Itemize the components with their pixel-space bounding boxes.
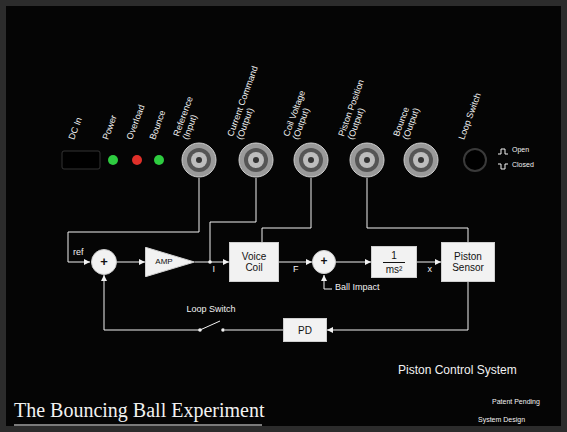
signal-wire: [417, 262, 441, 263]
switch-state-label: Closed: [512, 161, 534, 169]
power-led: [108, 155, 118, 165]
summing-junction: +: [91, 249, 117, 275]
panel-label: Overload: [125, 103, 147, 141]
panel-label: Power: [101, 114, 119, 141]
bnc-jack: [294, 143, 328, 177]
signal-wire: [279, 262, 312, 263]
closed-symbol: [498, 164, 508, 169]
dc-jack: [62, 151, 100, 169]
process-box: Piston Sensor: [441, 242, 495, 282]
switch-state-label: Open: [512, 146, 529, 154]
node-text: Piston Sensor: [446, 251, 490, 273]
open-symbol: [498, 149, 508, 154]
signal-wire: [117, 262, 145, 263]
fraction-denominator: ms²: [383, 262, 406, 275]
node-text: PD: [298, 325, 312, 336]
signal-label: Ball Impact: [335, 283, 380, 293]
jack-label: Bounce (Output): [391, 95, 424, 141]
signal-label: Loop Switch: [187, 305, 236, 315]
switch-blade: [200, 321, 220, 330]
piston-position-wire: [367, 178, 468, 242]
triangle-shape: [146, 247, 195, 276]
node-text: +: [320, 255, 327, 268]
signal-wire: [336, 262, 371, 263]
panel-title: Piston Control System: [398, 364, 517, 377]
bounce-led: [154, 155, 164, 165]
switch-contact: [221, 328, 225, 332]
coil-voltage-wire: [262, 178, 311, 242]
node-text: AMP: [155, 258, 172, 267]
jack-label: Current Command (Output): [225, 59, 271, 141]
signal-label: F: [293, 265, 299, 275]
logo-title: The Bouncing Ball Experiment: [14, 399, 265, 421]
process-box: PD: [283, 318, 327, 342]
signal-wire: [327, 282, 468, 330]
jack-label: Piston Position (Output): [336, 67, 379, 141]
reference-wire: [68, 178, 199, 262]
bnc-jack: [182, 143, 216, 177]
signal-label: ref: [73, 248, 84, 258]
bnc-jack: [404, 143, 438, 177]
footnote: System Design: [478, 416, 525, 424]
bnc-jack: [350, 143, 384, 177]
footnote: Patent Pending: [492, 398, 540, 406]
fraction-numerator: 1: [391, 250, 397, 261]
signal-wire: [104, 275, 283, 330]
panel-label: Bounce: [148, 109, 168, 141]
amplifier-triangle: AMP: [145, 247, 195, 277]
panel-label: DC In: [67, 116, 84, 141]
overload-led: [132, 155, 142, 165]
signal-wire: [195, 262, 229, 263]
panel-frame: [3, 3, 564, 429]
circle-shape: [92, 250, 117, 275]
summing-junction: +: [312, 250, 336, 274]
bnc-jack: [239, 143, 273, 177]
signal-label: x: [428, 265, 433, 275]
transfer-box: 1ms²: [371, 246, 417, 278]
circle-shape: [312, 250, 335, 273]
jack-label: Coil Voltage (Output): [281, 76, 321, 141]
switch-gap: [199, 325, 225, 335]
logo-underline: [14, 425, 262, 426]
node-text: Voice Coil: [234, 251, 274, 273]
signal-label: I: [213, 265, 216, 275]
loop-switch-button: [464, 149, 486, 171]
process-box: Voice Coil: [229, 242, 279, 282]
ball-impact-arrow: [324, 275, 332, 289]
jack-label: Reference (Input): [171, 89, 206, 141]
panel-label: Loop Switch: [457, 92, 483, 141]
node-text: +: [100, 255, 108, 269]
